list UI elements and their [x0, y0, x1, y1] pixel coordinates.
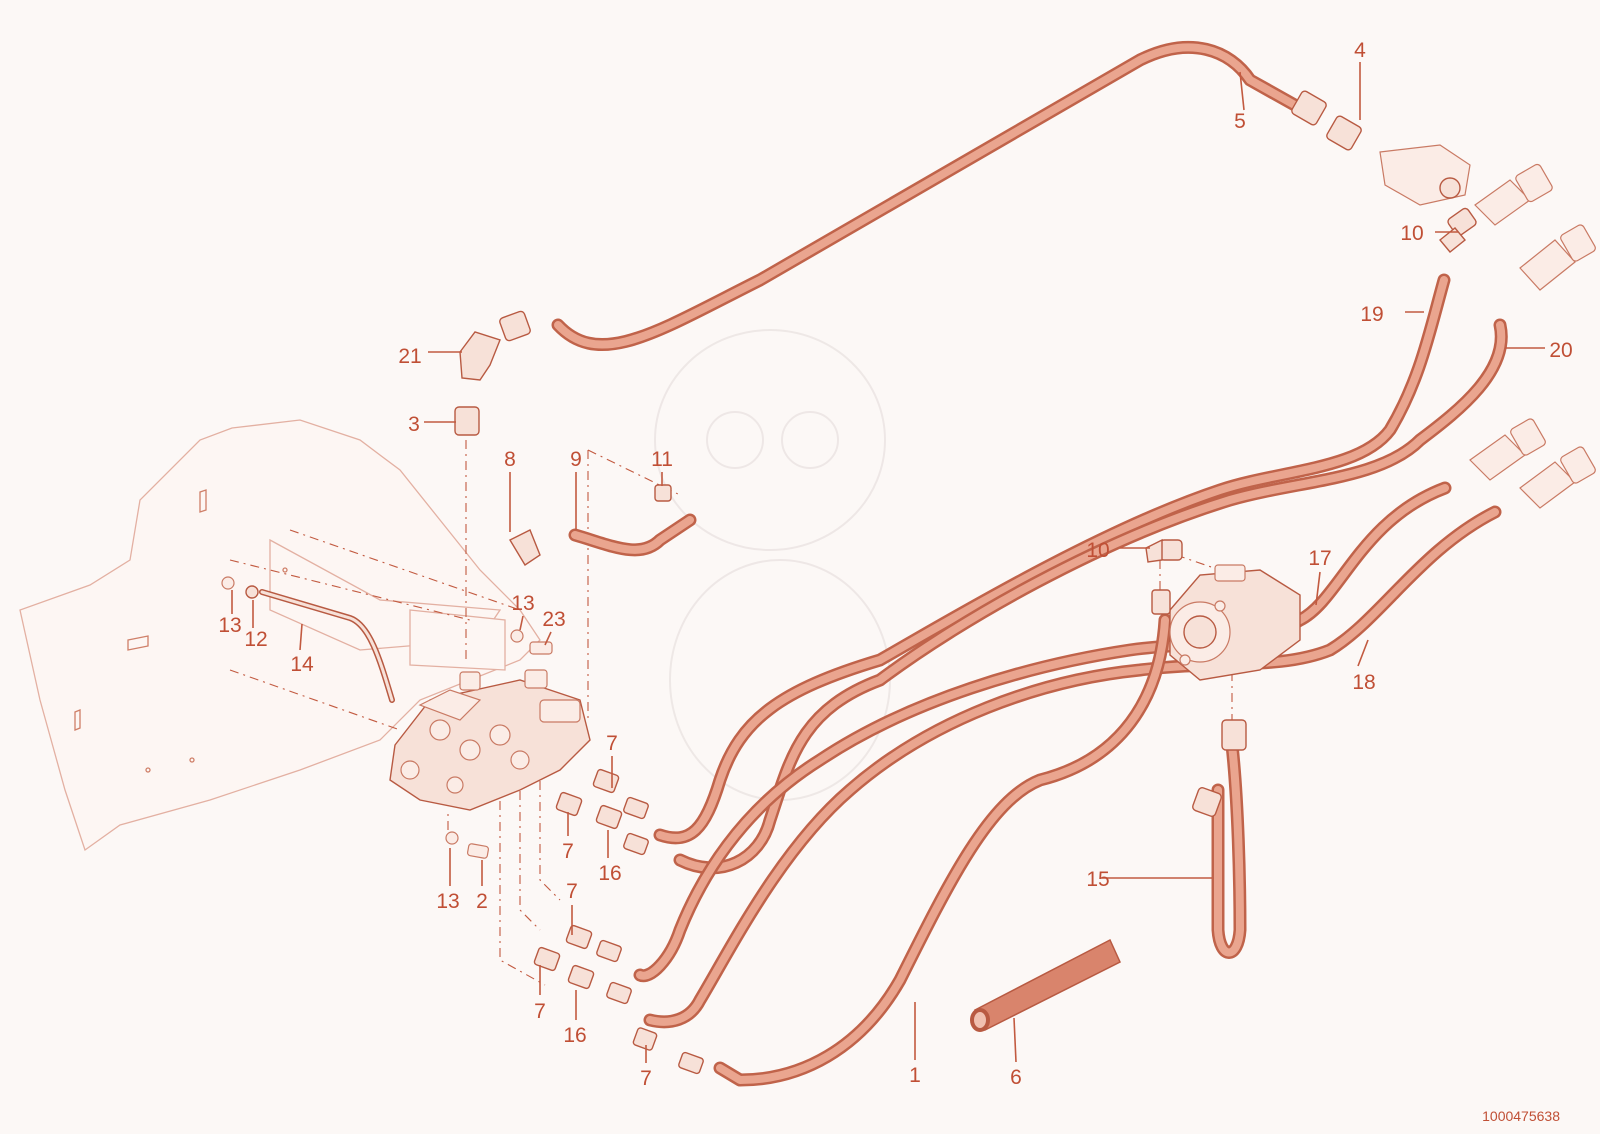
nut-12 — [245, 585, 259, 599]
callout-23: 23 — [542, 608, 565, 631]
assembly-dash-lines — [229, 440, 1233, 986]
callout-9: 9 — [570, 448, 582, 471]
callout-13-left: 13 — [218, 614, 241, 637]
washer-13-b — [510, 629, 524, 643]
quick-coupler-fourth — [1519, 446, 1596, 509]
quick-coupler-third — [1469, 418, 1546, 481]
hose-15 — [1211, 738, 1247, 959]
callout-labels: 4 5 21 3 8 9 11 10 10 19 20 17 18 13 12 … — [218, 39, 1572, 1124]
washer-13-a — [221, 576, 235, 590]
callout-1: 1 — [909, 1064, 921, 1087]
callout-15: 15 — [1086, 868, 1109, 891]
hose-1 — [713, 613, 1172, 1087]
callout-19: 19 — [1360, 303, 1383, 326]
fitting-15-top — [1192, 719, 1247, 817]
callout-16-b: 16 — [563, 1024, 586, 1047]
callout-7-d: 7 — [534, 1000, 546, 1023]
callout-14: 14 — [290, 653, 314, 676]
callout-7-c: 7 — [566, 880, 578, 903]
callout-2: 2 — [476, 890, 488, 913]
callout-3: 3 — [408, 413, 420, 436]
callout-18: 18 — [1352, 671, 1375, 694]
callout-4: 4 — [1354, 39, 1366, 62]
hose-9 — [568, 513, 697, 557]
drawing-reference-number: 1000475638 — [1482, 1108, 1560, 1124]
fitting-23 — [529, 641, 553, 655]
hose-17 — [633, 481, 1452, 983]
leader-lines — [231, 62, 1545, 1063]
hose-20 — [673, 318, 1508, 875]
callout-10-mid: 10 — [1086, 539, 1109, 562]
callout-17: 17 — [1308, 547, 1331, 570]
background-watermark — [654, 329, 891, 801]
quick-coupler-top — [1474, 163, 1553, 226]
adapters-7-16 — [533, 768, 704, 1075]
elbow-10-top — [1439, 207, 1477, 253]
callout-20: 20 — [1549, 339, 1572, 362]
hydraulic-pump — [1169, 564, 1301, 681]
hose-19 — [653, 273, 1451, 845]
callout-7-a: 7 — [606, 732, 618, 755]
callout-11: 11 — [651, 448, 673, 471]
tube-14 — [259, 589, 395, 703]
sleeve-6 — [970, 938, 1121, 1032]
callout-7-e: 7 — [640, 1067, 652, 1090]
callout-21: 21 — [398, 345, 421, 368]
hose-18 — [643, 505, 1502, 1029]
washer-13-c — [445, 831, 459, 845]
callout-8: 8 — [504, 448, 516, 471]
callout-13-bottom: 13 — [436, 890, 459, 913]
quick-coupler-second — [1519, 224, 1596, 291]
callout-5: 5 — [1234, 110, 1246, 133]
callout-10-top: 10 — [1400, 222, 1423, 245]
mounting-panel — [19, 419, 541, 852]
elbow-21 — [459, 310, 531, 381]
callout-16-a: 16 — [598, 862, 621, 885]
elbow-10-mid — [1145, 538, 1183, 615]
callout-12: 12 — [244, 628, 267, 651]
hose-5 — [551, 40, 1307, 352]
tee-fitting-4 — [1291, 90, 1471, 206]
elbow-8 — [509, 529, 541, 566]
fitting-3 — [454, 406, 480, 436]
fitting-11 — [654, 484, 672, 502]
callout-6: 6 — [1010, 1066, 1022, 1089]
fitting-2 — [466, 843, 490, 859]
control-valve-block — [389, 669, 591, 811]
callout-7-b: 7 — [562, 840, 574, 863]
callout-13-mid: 13 — [511, 592, 534, 615]
